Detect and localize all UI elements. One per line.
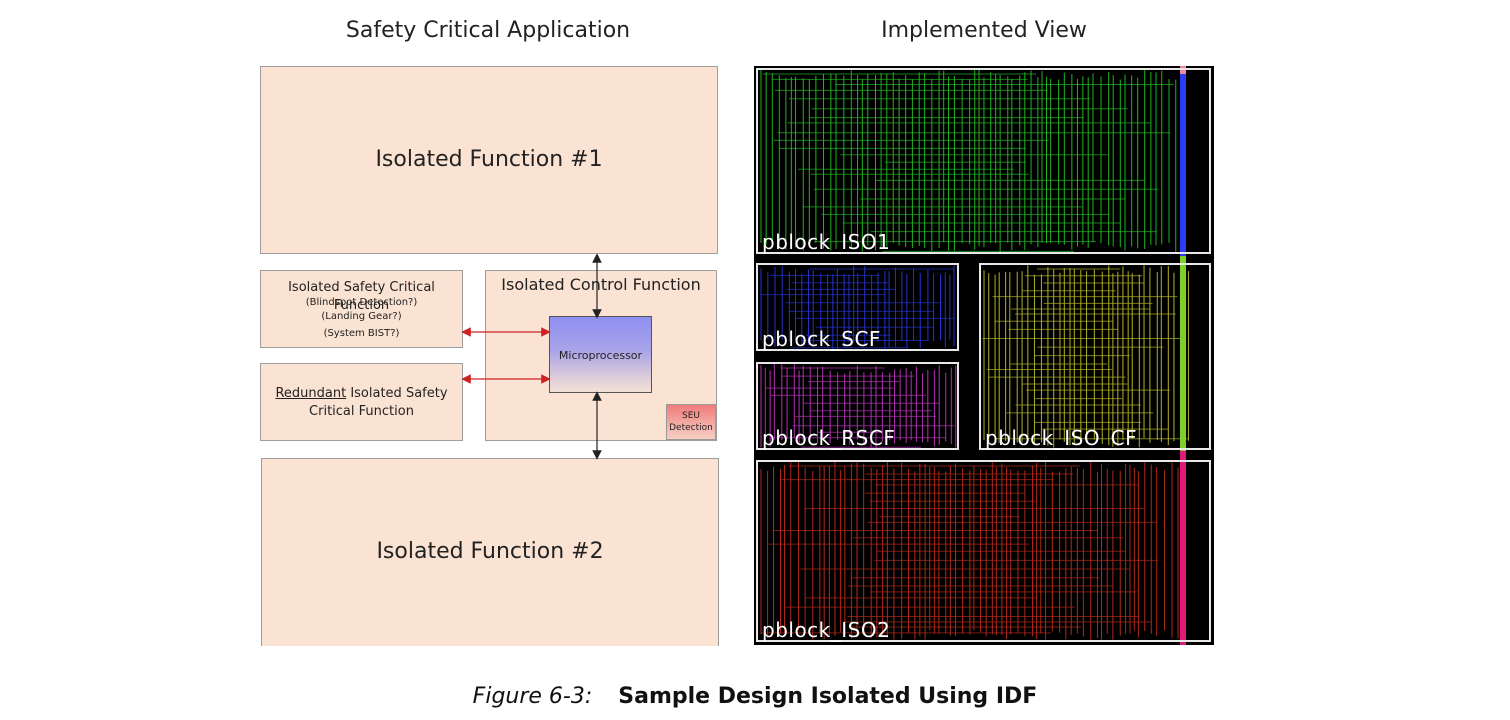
implemented-view: pblock_ISO1 pblock_SCF pblock_RSCF pbloc… (754, 66, 1214, 645)
scf-example-3: (System BIST?) (323, 328, 400, 339)
isolated-function-1-label: Isolated Function #1 (375, 147, 603, 172)
pblock-iso2-label: pblock_ISO2 (762, 618, 891, 642)
figure-number: Figure 6-3: (472, 684, 593, 709)
pblock-rscf-label: pblock_RSCF (762, 426, 896, 450)
right-heading: Implemented View (881, 18, 1087, 43)
figure-title: Sample Design Isolated Using IDF (618, 684, 1038, 709)
pblock-scf-label: pblock_SCF (762, 327, 881, 351)
isolated-function-1-box: Isolated Function #1 (260, 66, 718, 254)
scf-example-2: (Landing Gear?) (321, 311, 402, 322)
seu-label-1: SEU (682, 411, 700, 421)
pblock-iso2: pblock_ISO2 (756, 460, 1211, 642)
isolated-scf-title: Isolated Safety Critical Function (288, 280, 435, 313)
pblock-rscf: pblock_RSCF (756, 362, 959, 450)
microprocessor-label: Microprocessor (558, 349, 643, 362)
redundant-scf-box: Redundant Isolated Safety Critical Funct… (260, 363, 463, 441)
pblock-iso1-label: pblock_ISO1 (762, 230, 891, 254)
redundant-scf-line2: Critical Function (309, 404, 414, 419)
pblock-iso-cf: pblock_ISO_CF (979, 263, 1211, 450)
seu-detection-box: SEU Detection (666, 404, 716, 440)
redundant-scf-line1: Redundant Isolated Safety (261, 385, 462, 403)
isolated-function-2-box: Isolated Function #2 (261, 458, 719, 646)
microprocessor-box: Microprocessor (549, 316, 652, 393)
pblock-scf: pblock_SCF (756, 263, 959, 351)
scf-example-1: (Blindspot Detection?) (305, 297, 418, 308)
left-heading: Safety Critical Application (345, 18, 631, 43)
figure-caption: Figure 6-3: Sample Design Isolated Using … (0, 684, 1510, 709)
seu-label-2: Detection (669, 423, 713, 433)
isolated-scf-box: Isolated Safety Critical Function (Blind… (260, 270, 463, 348)
pblock-iso-cf-label: pblock_ISO_CF (985, 426, 1138, 450)
redundant-word: Redundant (275, 386, 347, 401)
isolated-function-2-label: Isolated Function #2 (376, 539, 604, 564)
routing-texture (760, 66, 1189, 645)
pblock-iso1: pblock_ISO1 (756, 68, 1211, 254)
redundant-rest: Isolated Safety (346, 386, 448, 401)
